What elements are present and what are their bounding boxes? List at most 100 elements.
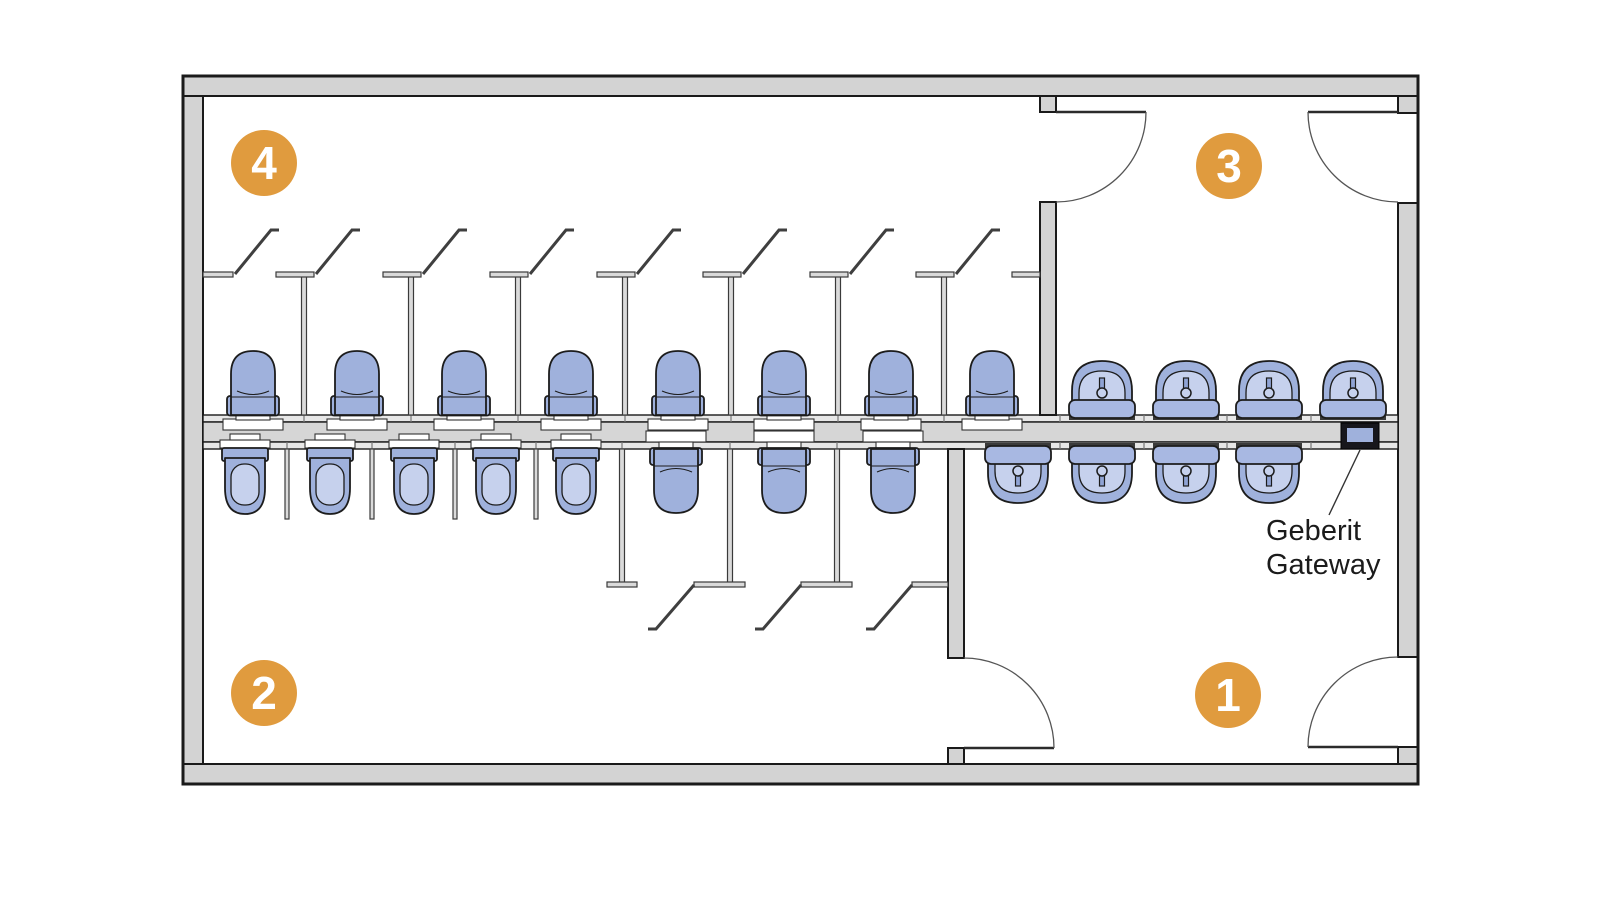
flush-plate xyxy=(645,430,707,443)
wall-hung-toilet-fixture xyxy=(437,350,491,417)
cubicle-door-open xyxy=(635,228,681,275)
room3-left-door-arc xyxy=(1055,111,1147,203)
washbasin-fixture xyxy=(1152,360,1220,421)
wall-top xyxy=(182,75,1419,97)
flush-plate xyxy=(222,418,284,431)
urinal-flush-plate-tab xyxy=(560,433,592,441)
partition-wall-room3-seg1 xyxy=(1039,95,1057,113)
zone-badge-1: 1 xyxy=(1195,662,1261,728)
cubicle-door-open xyxy=(314,228,360,275)
urinal-flush-plate xyxy=(470,439,522,449)
wall-left xyxy=(182,95,204,765)
urinal-flush-plate-tab xyxy=(229,433,261,441)
partition-walls xyxy=(947,95,1057,765)
cubicle-partition xyxy=(726,448,734,585)
room-doors xyxy=(963,110,1399,750)
zone-badge-2-number: 2 xyxy=(251,667,277,719)
zone-badge-4-number: 4 xyxy=(251,137,277,189)
cubicle-front-wall xyxy=(596,271,636,278)
gateway-leader-line xyxy=(1328,449,1361,516)
cubicle-door-open xyxy=(848,228,894,275)
urinal-privacy-screen xyxy=(369,448,375,520)
urinal-fixture xyxy=(221,447,269,515)
cubicle-partition xyxy=(618,448,626,585)
urinal-fixture xyxy=(472,447,520,515)
partition-wall-room1-seg1 xyxy=(947,448,965,659)
urinal-fixture xyxy=(390,447,438,515)
flush-plate xyxy=(860,418,922,431)
urinal-fixture xyxy=(552,447,600,515)
flush-plate xyxy=(540,418,602,431)
cubicle-front-wall xyxy=(800,581,853,588)
cubicle-partition xyxy=(833,448,841,585)
cubicle-door-open xyxy=(233,228,279,275)
wall-hung-toilet-fixture xyxy=(965,350,1019,417)
urinal-flush-plate xyxy=(550,439,602,449)
washbasin-fixture xyxy=(1068,360,1136,421)
cubicle-door-open xyxy=(528,228,574,275)
urinal-flush-plate-tab xyxy=(398,433,430,441)
cubicle-door-open xyxy=(421,228,467,275)
washbasin-fixture xyxy=(1152,442,1220,504)
washbasin-fixture xyxy=(1319,360,1387,421)
cubicle-front-wall xyxy=(693,581,746,588)
cubicle-partition xyxy=(940,273,948,416)
cubicle-door-open xyxy=(866,584,914,631)
cubicle-doors xyxy=(233,228,1000,631)
washbasin-fixture xyxy=(1235,360,1303,421)
toilet-fixture xyxy=(649,447,703,514)
wall-hung-toilet-fixture xyxy=(864,350,918,417)
flush-plate xyxy=(753,430,815,443)
cubicle-partition xyxy=(834,273,842,416)
cubicle-partition xyxy=(621,273,629,416)
wall-hung-toilet-fixture xyxy=(544,350,598,417)
flush-plate xyxy=(862,430,924,443)
cubicle-front-wall xyxy=(606,581,638,588)
cubicle-front-wall xyxy=(202,271,234,278)
cubicle-front-wall xyxy=(275,271,315,278)
urinal-flush-plate xyxy=(219,439,271,449)
flush-plate xyxy=(753,418,815,431)
partition-wall-room1-seg2 xyxy=(947,747,965,765)
flush-plate xyxy=(433,418,495,431)
cubicle-front-wall xyxy=(382,271,422,278)
flush-plate xyxy=(326,418,388,431)
washbasin-fixture xyxy=(1068,442,1136,504)
urinal-flush-plate-tab xyxy=(480,433,512,441)
cubicle-front-wall xyxy=(489,271,529,278)
gateway-label-line1: Geberit xyxy=(1266,515,1362,547)
urinal-flush-plate-tab xyxy=(314,433,346,441)
gateway-device-group xyxy=(1328,422,1380,516)
cubicle-front-wall xyxy=(911,581,949,588)
washbasin-fixture xyxy=(1235,442,1303,504)
urinal-flush-plate xyxy=(304,439,356,449)
urinal-flush-plate xyxy=(388,439,440,449)
cubicle-front-wall xyxy=(915,271,955,278)
gateway-label: Geberit Gateway xyxy=(1266,514,1380,582)
geberit-gateway-device-face xyxy=(1347,428,1373,442)
cubicle-door-open xyxy=(741,228,787,275)
toilet-fixture xyxy=(757,447,811,514)
toilet-fixture xyxy=(866,447,920,514)
zone-badge-2: 2 xyxy=(231,660,297,726)
zone-badge-3-number: 3 xyxy=(1216,140,1242,192)
flush-plate xyxy=(961,418,1023,431)
wall-hung-toilet-fixture xyxy=(757,350,811,417)
wall-joints xyxy=(286,415,1312,449)
wall-bottom xyxy=(182,763,1419,785)
washbasin-fixture xyxy=(984,442,1052,504)
zone-badge-3: 3 xyxy=(1196,133,1262,199)
cubicle-door-open xyxy=(954,228,1000,275)
cubicle-front-wall xyxy=(809,271,849,278)
wall-hung-toilet-fixture xyxy=(226,350,280,417)
cubicle-door-open xyxy=(755,584,803,631)
cubicle-door-open xyxy=(648,584,696,631)
flush-plates xyxy=(219,413,1023,449)
urinal-fixture xyxy=(306,447,354,515)
wall-right-seg3 xyxy=(1397,746,1419,765)
urinal-privacy-screen xyxy=(284,448,290,520)
cubicle-front-walls xyxy=(202,271,1041,588)
wall-hung-toilet-fixture xyxy=(330,350,384,417)
